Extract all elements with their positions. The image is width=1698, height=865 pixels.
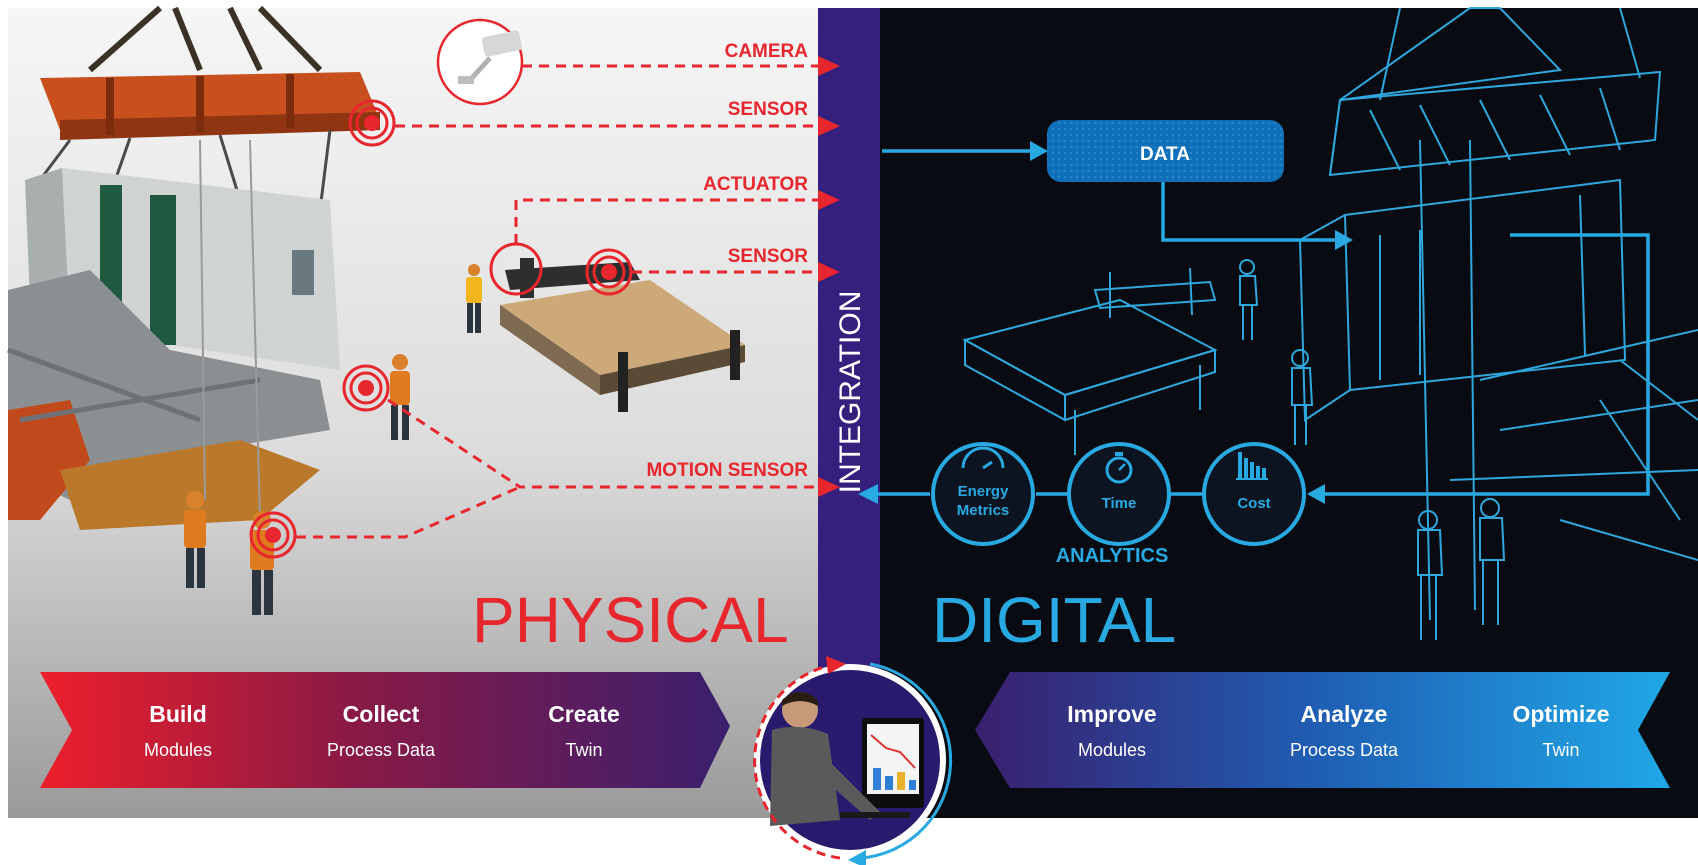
digital-wireframe bbox=[962, 7, 1698, 621]
motion-connector-b bbox=[296, 485, 521, 539]
data-to-twin-connector bbox=[1161, 182, 1340, 242]
step-analyze-sub: Process Data bbox=[1290, 740, 1399, 760]
stopwatch-icon bbox=[1105, 452, 1133, 484]
data-box-label: DATA bbox=[1140, 144, 1190, 165]
step-improve-sub: Modules bbox=[1078, 740, 1146, 760]
physical-arrowheads bbox=[818, 56, 840, 497]
physical-title: PHYSICAL bbox=[472, 584, 789, 656]
bar-chart-icon bbox=[1236, 452, 1268, 480]
motion-sensor-label: MOTION SENSOR bbox=[646, 460, 808, 481]
physical-cycle-arc bbox=[753, 663, 841, 860]
step-analyze-title: Analyze bbox=[1301, 701, 1388, 727]
cost-node: Cost bbox=[1202, 442, 1306, 546]
camera-icon bbox=[481, 30, 523, 57]
energy-metrics-node: Energy Metrics bbox=[931, 442, 1035, 546]
router-sensor-icon bbox=[585, 248, 633, 296]
gauge-icon bbox=[961, 446, 1005, 469]
twin-to-analytics-connector bbox=[1320, 233, 1650, 496]
step-collect-title: Collect bbox=[343, 701, 420, 727]
digital-cycle-arc bbox=[861, 662, 953, 860]
data-box: DATA bbox=[1047, 120, 1284, 182]
worker-motion-sensor-icon bbox=[342, 364, 390, 412]
actuator-label: ACTUATOR bbox=[703, 174, 808, 195]
harness-motion-sensor-icon bbox=[249, 511, 297, 559]
digital-worker-figures bbox=[1239, 259, 1506, 640]
spreader-sensor-icon bbox=[348, 99, 396, 147]
step-create-sub: Twin bbox=[565, 740, 602, 760]
energy-metrics-line2: Metrics bbox=[957, 502, 1010, 519]
analytics-label: ANALYTICS bbox=[1056, 545, 1169, 567]
step-optimize-sub: Twin bbox=[1542, 740, 1579, 760]
step-optimize-title: Optimize bbox=[1512, 701, 1609, 727]
motion-connector-a bbox=[387, 398, 820, 489]
security-camera-illustration bbox=[436, 18, 524, 106]
physical-steps-band bbox=[40, 672, 730, 788]
camera-label: CAMERA bbox=[725, 41, 809, 62]
cost-label: Cost bbox=[1237, 495, 1270, 512]
step-build-title: Build bbox=[149, 701, 207, 727]
analytics-nodes: Energy Metrics Time Cost ANALY bbox=[931, 442, 1306, 567]
step-improve-title: Improve bbox=[1067, 701, 1156, 727]
energy-metrics-line1: Energy bbox=[958, 483, 1010, 500]
digital-connectors bbox=[875, 149, 1650, 496]
analyst-cycle bbox=[753, 656, 953, 865]
sensor-label-mid: SENSOR bbox=[728, 246, 809, 267]
digital-title: DIGITAL bbox=[932, 584, 1176, 656]
actuator-connector bbox=[514, 198, 820, 244]
time-node: Time bbox=[1067, 442, 1171, 546]
time-label: Time bbox=[1102, 495, 1137, 512]
digital-arrowheads bbox=[858, 141, 1353, 504]
crane-lift-illustration bbox=[7, 5, 380, 530]
physical-connectors bbox=[296, 64, 820, 539]
digital-steps-band bbox=[975, 672, 1670, 788]
step-create-title: Create bbox=[548, 701, 620, 727]
integration-label: INTEGRATION bbox=[834, 291, 867, 494]
step-build-sub: Modules bbox=[144, 740, 212, 760]
sensor-label-top: SENSOR bbox=[728, 99, 809, 120]
step-collect-sub: Process Data bbox=[327, 740, 436, 760]
